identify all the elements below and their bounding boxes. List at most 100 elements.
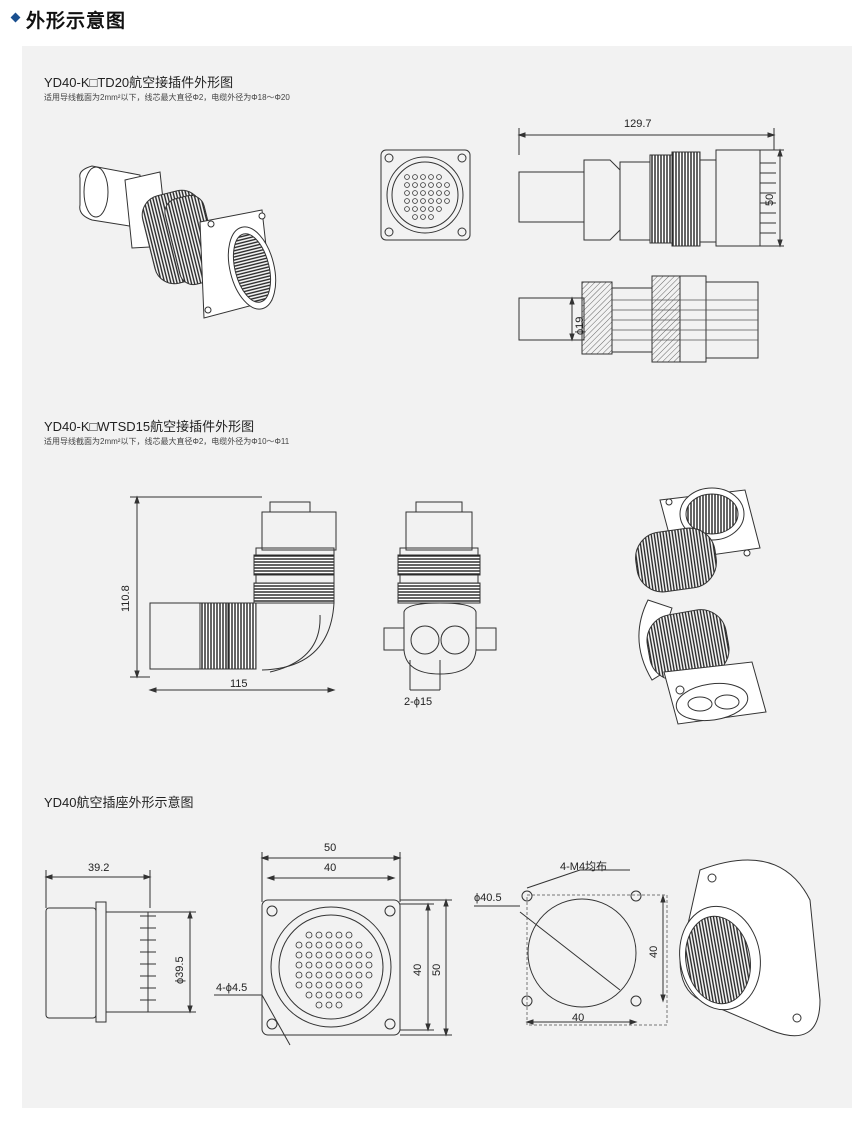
contact-pin (295, 981, 303, 989)
contact-pin (420, 190, 426, 196)
contact-pin (295, 941, 303, 949)
dim-hole-spacing-w: 40 (572, 1012, 585, 1024)
contact-pin (335, 1001, 343, 1009)
contact-pin (420, 174, 426, 180)
dim-holes-2-15: 2-ϕ15 (404, 696, 433, 708)
section1-section-view (518, 275, 759, 363)
contact-pin (420, 182, 426, 188)
contact-pin (315, 961, 323, 969)
contact-pin (444, 190, 450, 196)
section2-note: 适用导线截面为2mm²以下，线芯最大直径Φ2，电缆外径为Φ10～Φ11 (44, 437, 290, 446)
contact-pin (412, 198, 418, 204)
dim-side-len-39-2: 39.2 (88, 862, 110, 874)
contact-pin (436, 190, 442, 196)
section1-title: YD40-K□TD20航空接插件外形图 (44, 75, 234, 90)
section1-note: 适用导线截面为2mm²以下，线芯最大直径Φ2，电缆外径为Φ18～Φ20 (44, 93, 290, 102)
dim-outer-width-50: 50 (324, 842, 337, 854)
contact-pin (355, 941, 363, 949)
dim-mount-holes: 4-ϕ4.5 (216, 982, 248, 994)
contact-pin (436, 174, 442, 180)
contact-pin (315, 971, 323, 979)
contact-pin (404, 206, 410, 212)
contact-pin (305, 951, 313, 959)
dim-thread-holes: 4-M4均布 (560, 861, 608, 873)
contact-pin (428, 174, 434, 180)
contact-pin (335, 941, 343, 949)
contact-pin (335, 961, 343, 969)
contact-pin (315, 991, 323, 999)
contact-pin (325, 971, 333, 979)
dim-inner-height-40: 40 (412, 963, 424, 976)
section3-front-view (214, 852, 452, 1046)
contact-pin (404, 190, 410, 196)
contact-pin (305, 971, 313, 979)
contact-pin (345, 941, 353, 949)
contact-pin (345, 951, 353, 959)
contact-pin (345, 961, 353, 969)
contact-pin (428, 206, 434, 212)
contact-pin (305, 941, 313, 949)
contact-pin (404, 198, 410, 204)
contact-pin (345, 971, 353, 979)
contact-pin (295, 961, 303, 969)
contact-pin (412, 190, 418, 196)
contact-pin (295, 951, 303, 959)
contact-pin (325, 961, 333, 969)
dim-width-115: 115 (230, 678, 248, 690)
page-header: 外形示意图 (0, 0, 864, 40)
contact-pin (325, 981, 333, 989)
contact-pin (365, 971, 373, 979)
contact-pin (355, 961, 363, 969)
contact-pin (335, 991, 343, 999)
contact-pin (325, 991, 333, 999)
contact-pin (436, 198, 442, 204)
section2-title: YD40-K□WTSD15航空接插件外形图 (44, 419, 255, 434)
contact-pin (412, 214, 418, 220)
contact-pin (355, 951, 363, 959)
contact-pin (325, 1001, 333, 1009)
contact-pin (404, 182, 410, 188)
dim-hole-spacing-h: 40 (648, 945, 660, 958)
dim-side-dia-39-5: ϕ39.5 (174, 956, 186, 984)
contact-pin (305, 991, 313, 999)
contact-pin (412, 182, 418, 188)
page-title: 外形示意图 (26, 11, 127, 32)
section3-side-view (44, 870, 196, 1023)
contact-pin (315, 931, 323, 939)
contact-pin (325, 951, 333, 959)
contact-pin (355, 971, 363, 979)
section2-iso-connector (635, 487, 767, 725)
contact-pin (345, 931, 353, 939)
contact-pin (295, 971, 303, 979)
contact-pin (355, 991, 363, 999)
contact-pin (412, 174, 418, 180)
contact-pin (420, 198, 426, 204)
section2-front-view (383, 501, 497, 691)
contact-pin (315, 981, 323, 989)
contact-pin (355, 981, 363, 989)
dim-bore-dia: ϕ40.5 (474, 892, 502, 904)
contact-pin (315, 1001, 323, 1009)
section2-side-view (130, 495, 337, 693)
contact-pin (335, 981, 343, 989)
section1-side-view (517, 128, 784, 248)
contact-pin (404, 174, 410, 180)
contact-pin (325, 931, 333, 939)
section1-front-view (380, 149, 471, 241)
contact-pin (345, 991, 353, 999)
dim-length-129-7: 129.7 (624, 118, 652, 130)
contact-pin (335, 931, 343, 939)
dim-inner-width-40: 40 (324, 862, 337, 874)
contact-pin (305, 931, 313, 939)
section3-hole-pattern (474, 869, 668, 1026)
contact-pin (444, 182, 450, 188)
dim-height-50: 50 (764, 193, 776, 206)
contact-pin (420, 206, 426, 212)
contact-pin (428, 214, 434, 220)
contact-pin (305, 961, 313, 969)
contact-pin (444, 198, 450, 204)
contact-pin (436, 182, 442, 188)
contact-pin (428, 198, 434, 204)
contact-pin (428, 182, 434, 188)
